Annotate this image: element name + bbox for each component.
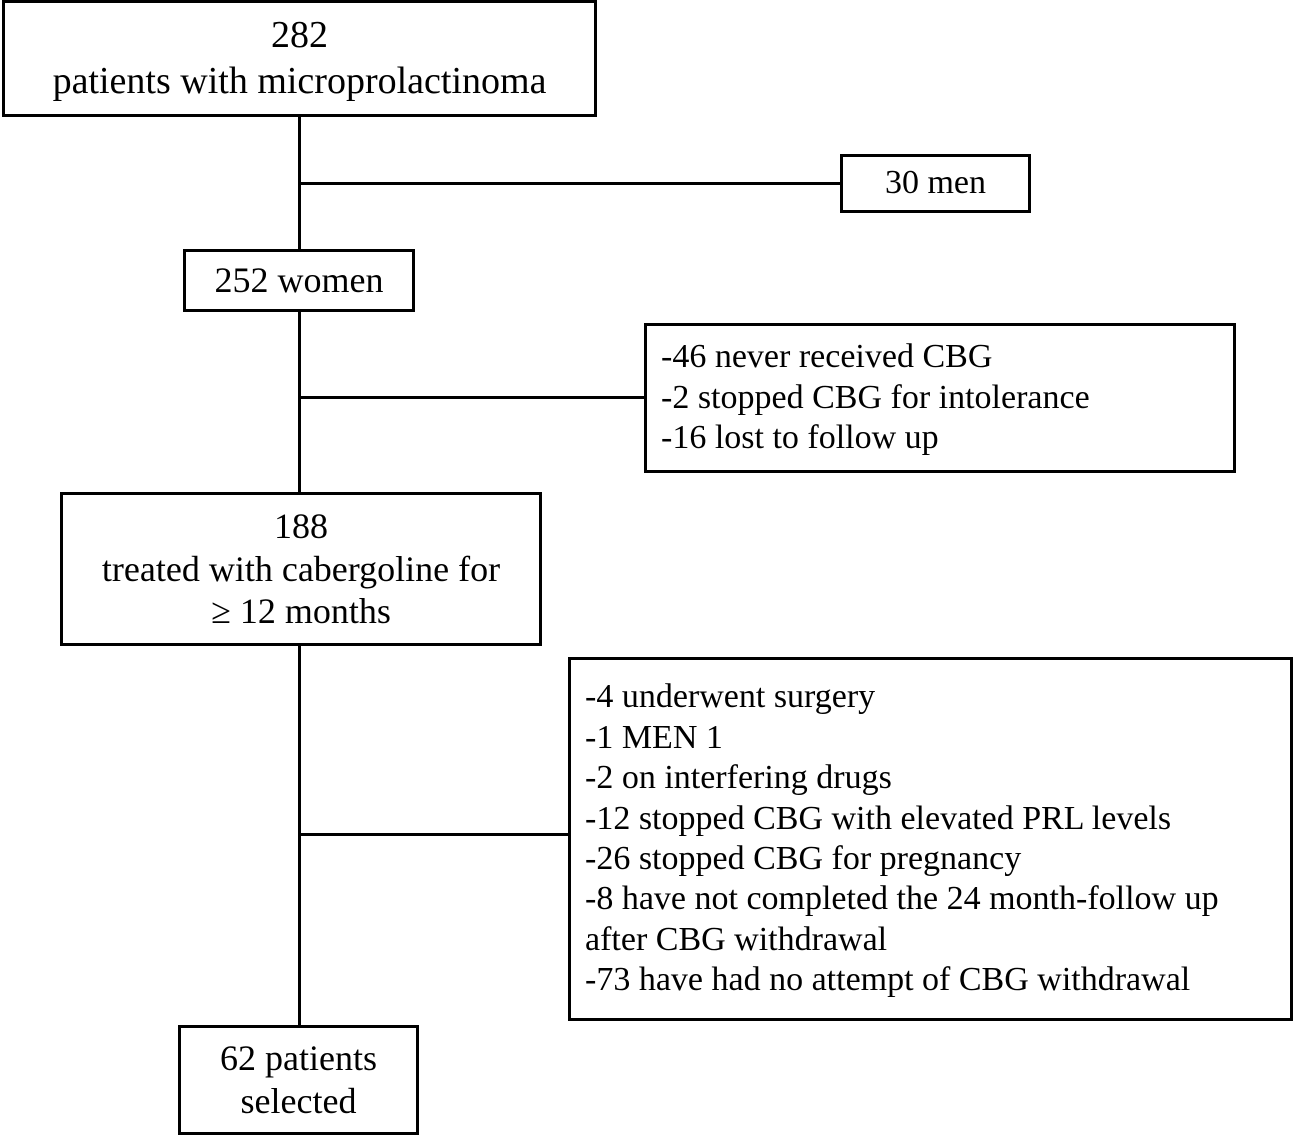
node-selected-patients-line-1: 62 patients [220, 1038, 377, 1079]
node-exclusions-treated-line-1: -4 underwent surgery [585, 678, 876, 716]
node-exclusions-women-line-3: -16 lost to follow up [661, 419, 939, 457]
node-exclusions-treated: -4 underwent surgery -1 MEN 1 -2 on inte… [568, 657, 1293, 1021]
node-treated-cabergoline-line-3: ≥ 12 months [211, 591, 391, 632]
node-exclusions-women: -46 never received CBG -2 stopped CBG fo… [644, 323, 1236, 473]
connector-to-excluded-women-box [298, 396, 647, 399]
node-total-patients: 282 patients with microprolactinoma [2, 0, 597, 117]
node-exclusions-treated-line-2: -1 MEN 1 [585, 718, 723, 756]
connector-women-to-treated [298, 309, 301, 495]
node-exclusions-treated-line-5: -26 stopped CBG for pregnancy [585, 840, 1022, 877]
node-exclusions-women-line-1: -46 never received CBG [661, 338, 993, 376]
node-exclusions-treated-line-3: -2 on interfering drugs [585, 759, 892, 797]
node-treated-cabergoline-line-2: treated with cabergoline for [101, 548, 501, 589]
node-excluded-men: 30 men [840, 154, 1031, 213]
node-selected-patients-line-2: selected [240, 1081, 357, 1121]
node-exclusions-treated-line-4: -12 stopped CBG with elevated PRL levels [585, 799, 1172, 837]
node-exclusions-treated-line-8: -73 have had no attempt of CBG withdrawa… [585, 961, 1191, 999]
node-exclusions-treated-line-6: -8 have not completed the 24 month-follo… [585, 880, 1219, 918]
connector-to-excluded-treated-box [298, 833, 571, 836]
node-exclusions-treated-line-7: after CBG withdrawal [585, 920, 888, 958]
node-treated-cabergoline: 188 treated with cabergoline for ≥ 12 mo… [60, 492, 542, 646]
node-selected-patients: 62 patients selected [178, 1025, 419, 1135]
node-exclusions-women-line-2: -2 stopped CBG for intolerance [661, 378, 1090, 416]
node-total-patients-line-2: patients with microprolactinoma [52, 59, 547, 102]
node-women: 252 women [183, 249, 415, 312]
node-women-line-1: 252 women [214, 260, 384, 301]
node-excluded-men-line-1: 30 men [884, 164, 987, 202]
node-treated-cabergoline-line-1: 188 [274, 505, 328, 546]
connector-to-men-box [298, 182, 843, 185]
node-total-patients-line-1: 282 [271, 14, 328, 57]
